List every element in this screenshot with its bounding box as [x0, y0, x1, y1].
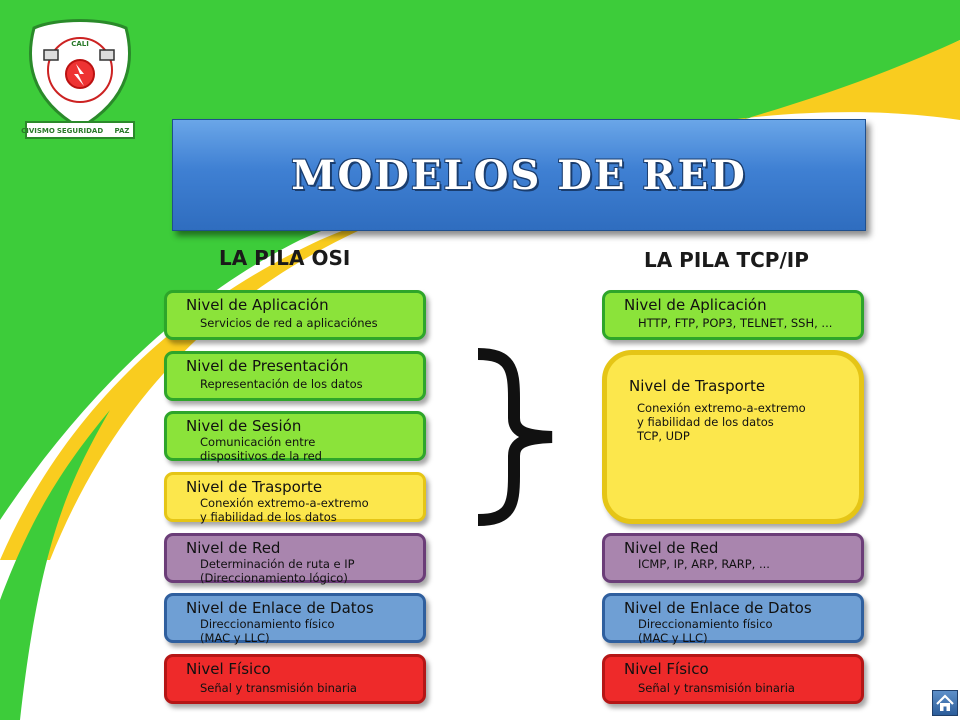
layer-desc: Servicios de red a aplicaciónes [200, 316, 378, 330]
layer-desc: dispositivos de la red [200, 449, 322, 463]
title-banner: MODELOS DE RED [172, 119, 866, 231]
osi-layer-fisico: Nivel Físico Señal y transmisión binaria [164, 654, 426, 704]
tcpip-layer-fisico: Nivel Físico Señal y transmisión binaria [602, 654, 864, 704]
layer-desc: y fiabilidad de los datos [200, 510, 337, 524]
layer-name: Nivel de Presentación [186, 357, 349, 375]
layer-name: Nivel de Enlace de Datos [624, 599, 812, 617]
layer-desc: Conexión extremo-a-extremo [637, 401, 806, 415]
home-icon [936, 694, 954, 711]
layer-name: Nivel de Sesión [186, 417, 302, 435]
tcpip-layer-red: Nivel de Red ICMP, IP, ARP, RARP, ... [602, 533, 864, 583]
layer-desc: Direccionamiento físico [200, 617, 335, 631]
layer-desc: ICMP, IP, ARP, RARP, ... [638, 557, 770, 571]
layer-desc: TCP, UDP [637, 429, 690, 443]
layer-name: Nivel de Trasporte [186, 478, 323, 496]
layer-desc: HTTP, FTP, POP3, TELNET, SSH, ... [638, 316, 833, 330]
layer-name: Nivel de Red [186, 539, 281, 557]
osi-stack-heading: LA PILA OSI [219, 246, 351, 270]
layer-desc: Representación de los datos [200, 377, 363, 391]
tcpip-layer-enlace: Nivel de Enlace de Datos Direccionamient… [602, 593, 864, 645]
page-title: MODELOS DE RED [291, 151, 747, 199]
layer-name: Nivel de Aplicación [186, 296, 329, 314]
layer-name: Nivel de Trasporte [629, 377, 766, 395]
logo-top-text: CALI [71, 40, 89, 48]
layer-name: Nivel de Red [624, 539, 719, 557]
layer-desc: Determinación de ruta e IP [200, 557, 355, 571]
tcpip-layer-aplicacion: Nivel de Aplicación HTTP, FTP, POP3, TEL… [602, 290, 864, 340]
osi-layer-presentacion: Nivel de Presentación Representación de … [164, 351, 426, 401]
layer-desc: (Direccionamiento lógico) [200, 571, 348, 585]
curly-brace-icon [477, 348, 553, 526]
layer-name: Nivel Físico [186, 660, 271, 678]
layer-desc: Señal y transmisión binaria [200, 681, 357, 695]
layer-desc: (MAC y LLC) [200, 631, 270, 645]
layer-desc: y fiabilidad de los datos [637, 415, 774, 429]
tcpip-stack-heading: LA PILA TCP/IP [644, 248, 809, 272]
tcpip-layer-trasporte: Nivel de Trasporte Conexión extremo-a-ex… [602, 350, 864, 524]
osi-layer-red: Nivel de Red Determinación de ruta e IP … [164, 533, 426, 585]
osi-layer-enlace: Nivel de Enlace de Datos Direccionamient… [164, 593, 426, 645]
layer-name: Nivel Físico [624, 660, 709, 678]
osi-layer-aplicacion: Nivel de Aplicación Servicios de red a a… [164, 290, 426, 340]
logo-ribbon-3: PAZ [115, 127, 130, 135]
logo-ribbon-1: CIVISMO [21, 127, 55, 135]
layer-name: Nivel de Enlace de Datos [186, 599, 374, 617]
layer-desc: Señal y transmisión binaria [638, 681, 795, 695]
osi-layer-sesion: Nivel de Sesión Comunicación entre dispo… [164, 411, 426, 463]
layer-desc: Comunicación entre [200, 435, 316, 449]
layer-desc: Direccionamiento físico [638, 617, 773, 631]
home-button[interactable] [932, 690, 958, 716]
school-logo: CALI CIVISMO SEGURIDAD PAZ [21, 19, 135, 139]
layer-desc: (MAC y LLC) [638, 631, 708, 645]
layer-name: Nivel de Aplicación [624, 296, 767, 314]
logo-ribbon-2: SEGURIDAD [57, 127, 103, 135]
layer-desc: Conexión extremo-a-extremo [200, 496, 369, 510]
osi-layer-trasporte: Nivel de Trasporte Conexión extremo-a-ex… [164, 472, 426, 524]
